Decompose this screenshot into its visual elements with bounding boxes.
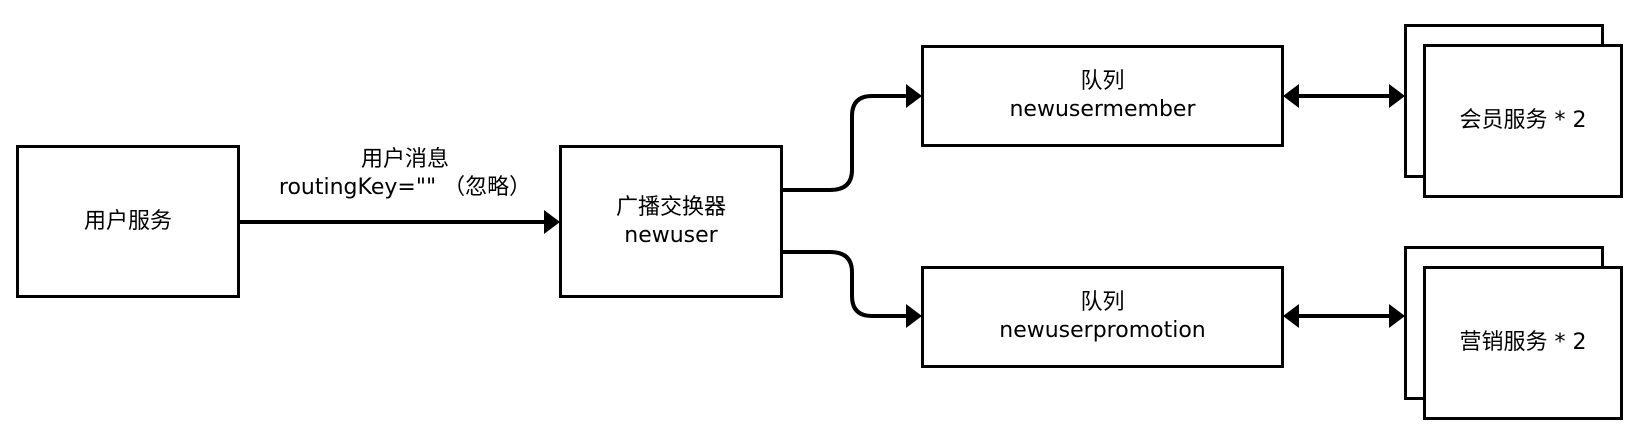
node-member-service[interactable]: 会员服务 * 2 — [1423, 44, 1623, 198]
node-user-service-label: 用户服务 — [83, 208, 172, 234]
arrowhead-exchange — [544, 210, 560, 234]
node-member-service-label: 会员服务 * 2 — [1459, 108, 1587, 133]
node-queue-promotion-line1: 队列 — [1080, 290, 1125, 315]
node-marketing-service-label: 营销服务 * 2 — [1459, 330, 1587, 355]
node-exchange-line1: 广播交换器 — [615, 194, 726, 220]
edge-label-line1: 用户消息 — [360, 147, 449, 172]
arrowhead-member-left — [1283, 84, 1299, 108]
arrowhead-member-right — [1389, 84, 1405, 108]
node-queue-member-line2: newusermember — [1009, 97, 1196, 122]
edge-label-line2: routingKey="" （忽略） — [278, 175, 532, 200]
edge-label-user-message: 用户消息 routingKey="" （忽略） — [270, 146, 540, 202]
arrowhead-queue-member — [906, 84, 922, 108]
arrowhead-promotion-right — [1389, 304, 1405, 328]
node-marketing-service[interactable]: 营销服务 * 2 — [1423, 266, 1623, 420]
node-queue-member[interactable]: 队列 newusermember — [921, 45, 1284, 147]
node-queue-promotion-line2: newuserpromotion — [999, 318, 1206, 343]
node-queue-promotion[interactable]: 队列 newuserpromotion — [921, 266, 1284, 368]
node-queue-member-line1: 队列 — [1080, 69, 1125, 94]
edge-exchange-to-promotion — [782, 250, 908, 318]
node-exchange-line2: newuser — [624, 222, 718, 248]
arrowhead-queue-promotion — [906, 304, 922, 328]
node-user-service[interactable]: 用户服务 — [16, 145, 240, 298]
node-broadcast-exchange[interactable]: 广播交换器 newuser — [559, 145, 783, 298]
edge-exchange-to-member — [782, 94, 908, 192]
arrowhead-promotion-left — [1283, 304, 1299, 328]
